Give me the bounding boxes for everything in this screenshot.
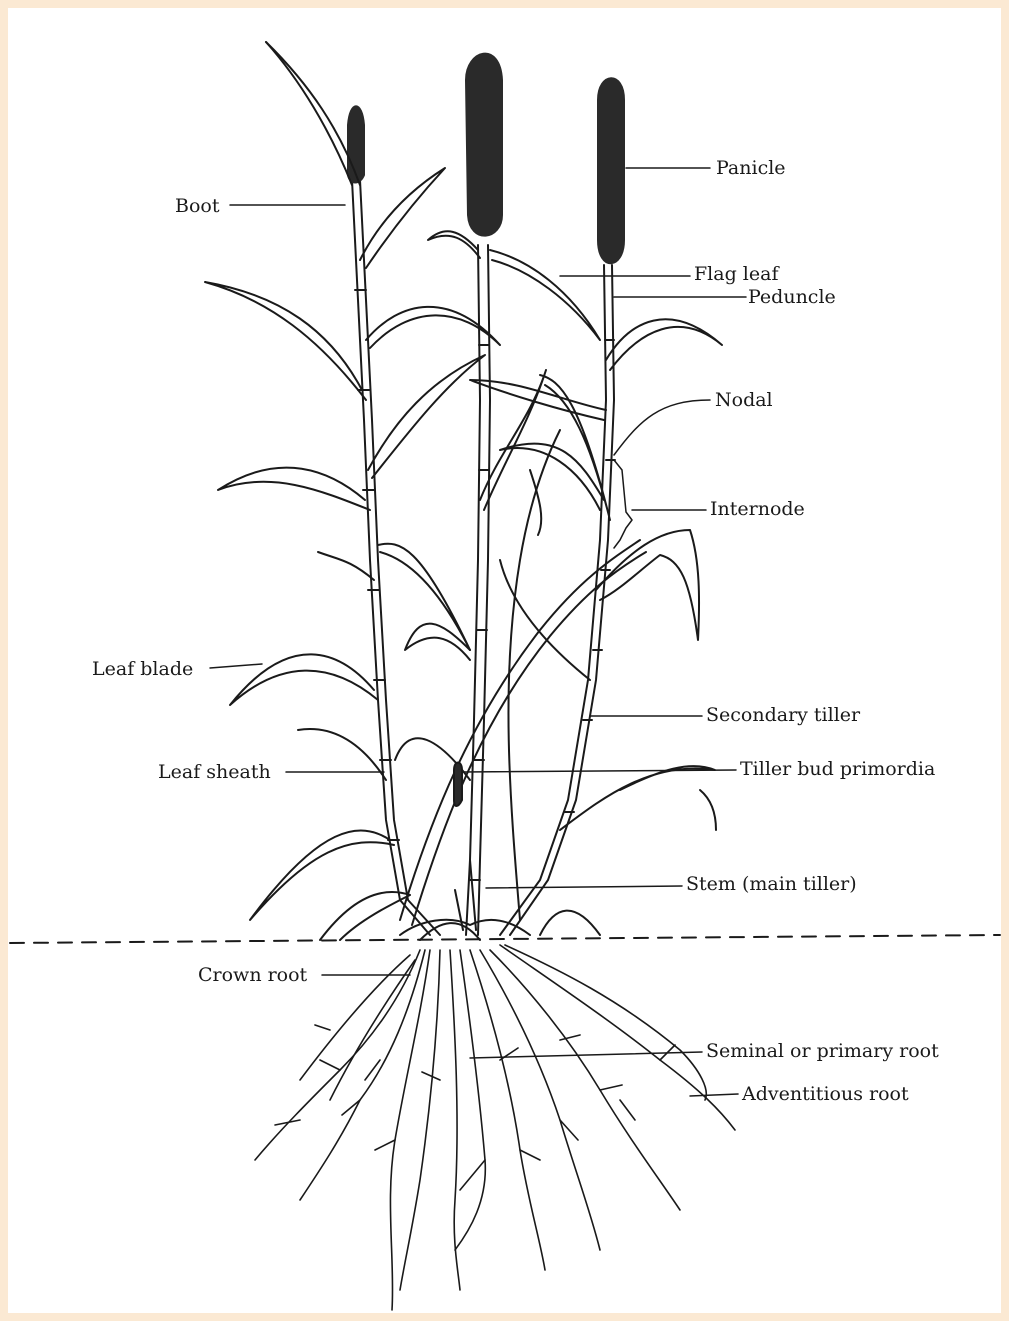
- label-flag-leaf: Flag leaf: [694, 263, 780, 285]
- panicle-main: [466, 54, 502, 236]
- label-stem-main-tiller: Stem (main tiller): [686, 873, 857, 895]
- label-panicle: Panicle: [716, 157, 786, 179]
- label-seminal-root: Seminal or primary root: [706, 1040, 939, 1062]
- label-internode: Internode: [710, 498, 805, 520]
- label-peduncle: Peduncle: [748, 286, 836, 308]
- label-boot: Boot: [175, 195, 220, 217]
- label-tiller-bud-primordia: Tiller bud primordia: [740, 758, 935, 780]
- boot-head: [348, 106, 364, 182]
- roots: [255, 945, 735, 1310]
- ground-line: [10, 935, 1000, 943]
- leaves-right: [395, 231, 722, 830]
- leader-stem: [486, 886, 682, 888]
- leader-leaf-blade: [210, 664, 262, 668]
- leader-internode: [614, 460, 632, 548]
- leader-nodal: [614, 400, 710, 455]
- label-adventitious-root: Adventitious root: [741, 1083, 909, 1105]
- leader-adventitious-root: [690, 1094, 738, 1096]
- tiller-bud: [454, 763, 462, 807]
- leader-seminal-root: [470, 1052, 702, 1058]
- label-secondary-tiller: Secondary tiller: [706, 704, 861, 726]
- label-nodal: Nodal: [715, 389, 773, 411]
- labels: Boot Panicle Flag leaf Peduncle Nodal In…: [92, 157, 939, 1105]
- plant-base: [320, 860, 600, 940]
- main-stem: [466, 245, 490, 935]
- label-leaf-sheath: Leaf sheath: [158, 761, 271, 783]
- label-crown-root: Crown root: [198, 964, 308, 986]
- panicle-right: [598, 78, 624, 263]
- label-leaf-blade: Leaf blade: [92, 658, 193, 680]
- leader-tiller-bud: [462, 770, 736, 772]
